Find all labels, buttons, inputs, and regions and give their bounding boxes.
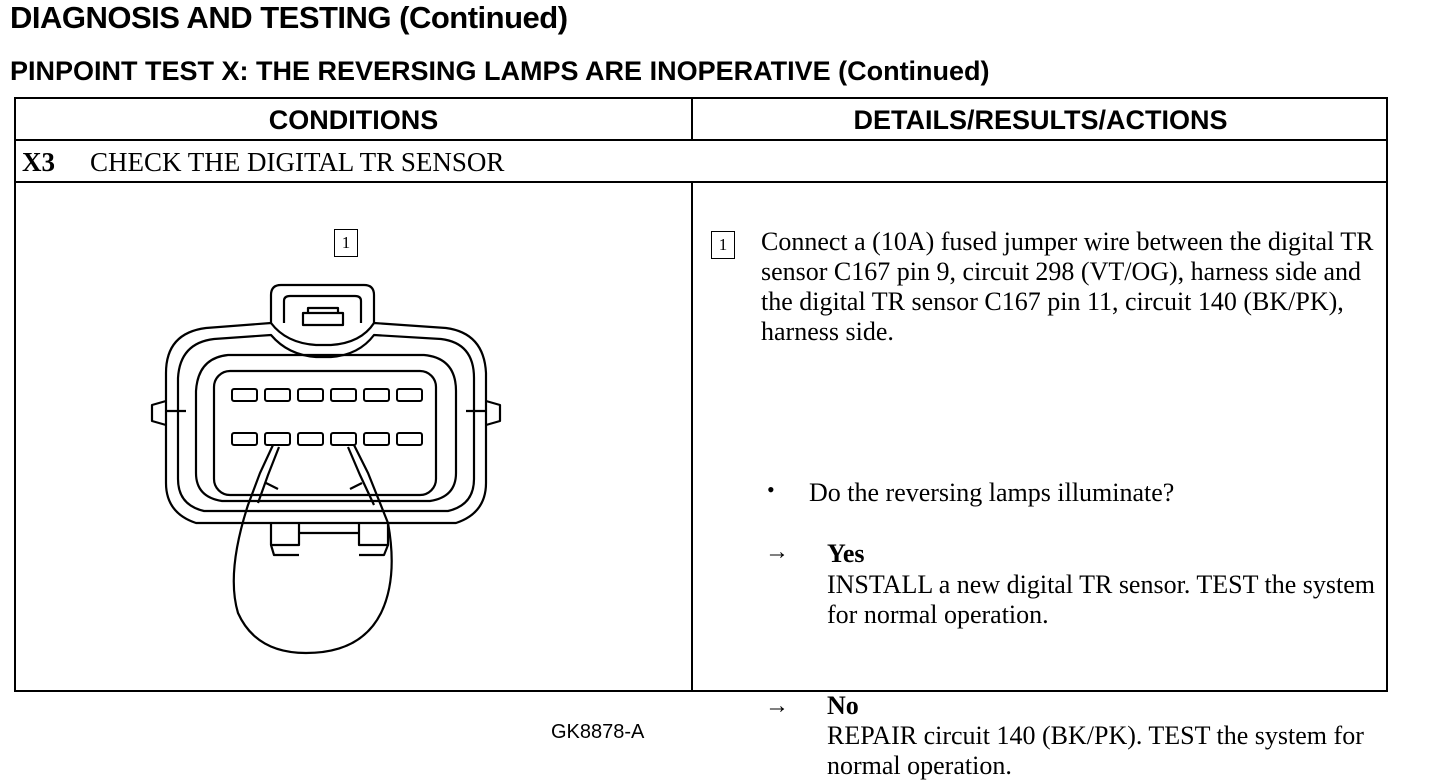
- details-panel: 1 Connect a (10A) fused jumper wire betw…: [693, 183, 1386, 780]
- pinpoint-test-title: PINPOINT TEST X: THE REVERSING LAMPS ARE…: [10, 56, 990, 86]
- question-text: Do the reversing lamps illuminate?: [809, 478, 1175, 507]
- answer-no-text: REPAIR circuit 140 (BK/PK). TEST the sys…: [827, 721, 1364, 780]
- column-divider: [691, 183, 693, 690]
- figure-code: GK8878-A: [551, 721, 645, 743]
- details-callout: 1: [711, 231, 735, 259]
- step-id: X3: [22, 147, 55, 177]
- connector-illustration: [150, 283, 502, 655]
- arrow-right-icon: →: [765, 539, 789, 565]
- column-header-details: DETAILS/RESULTS/ACTIONS: [693, 99, 1388, 141]
- answer-yes-text: INSTALL a new digital TR sensor. TEST th…: [827, 570, 1375, 629]
- pinpoint-test-table: CONDITIONS DETAILS/RESULTS/ACTIONS X3 CH…: [14, 97, 1388, 780]
- answer-yes-label: Yes: [827, 539, 865, 568]
- connector-diagram: 1: [16, 183, 691, 743]
- column-header-conditions: CONDITIONS: [16, 99, 693, 141]
- page-title: DIAGNOSIS AND TESTING (Continued): [10, 0, 568, 35]
- bullet-icon: •: [767, 477, 775, 502]
- instruction-text: Connect a (10A) fused jumper wire betwee…: [761, 227, 1374, 346]
- diagram-callout: 1: [334, 229, 358, 257]
- step-row: X3 CHECK THE DIGITAL TR SENSOR: [16, 141, 1386, 183]
- step-title: CHECK THE DIGITAL TR SENSOR: [90, 147, 505, 177]
